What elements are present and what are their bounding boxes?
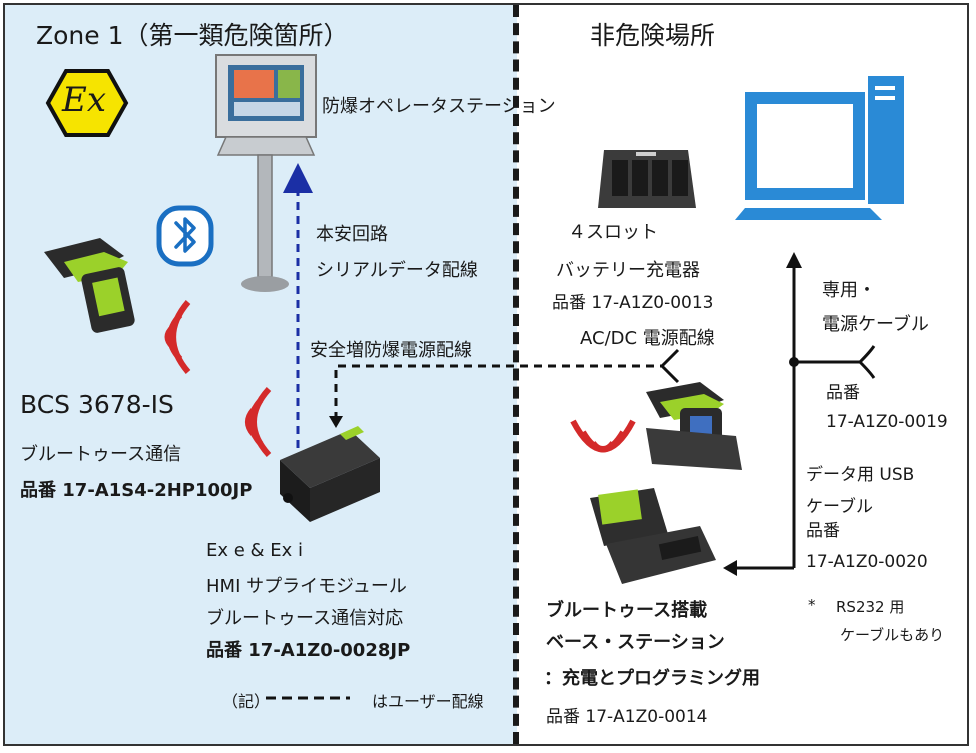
scanner-part-label: 品番 17-A1S4-2HP100JP <box>20 480 253 501</box>
power-cable-label-line1: 専用・ <box>822 280 876 301</box>
base-label-line2: ベース・ステーション <box>546 632 725 653</box>
usb-arrowhead <box>723 560 737 576</box>
wireless-signal-icon <box>570 419 636 453</box>
scanner-image <box>44 238 135 333</box>
wireless-signal-icon <box>245 386 272 458</box>
usb-cable-part-heading: 品番 <box>806 521 840 541</box>
power-wiring-arrowhead <box>329 416 343 428</box>
power-cable-part-heading: 品番 <box>826 383 860 403</box>
charger-label-line1: ４スロット <box>568 222 658 243</box>
acdc-label: AC/DC 電源配線 <box>580 328 715 349</box>
charger-part-label: 品番 17-A1Z0-0013 <box>552 293 714 313</box>
rs232-note-line1: RS232 用 <box>836 598 905 616</box>
wireless-signal-icon <box>164 300 191 374</box>
cable-arrowhead <box>786 252 802 268</box>
circuit-label-line1: 本安回路 <box>316 224 388 245</box>
computer-image <box>735 76 904 220</box>
hmi-part-label: 品番 17-A1Z0-0028JP <box>206 640 411 661</box>
hmi-label-line2: HMI サプライモジュール <box>206 576 407 597</box>
legend-suffix: はユーザー配線 <box>372 692 484 711</box>
acdc-plug-icon <box>660 348 680 384</box>
bluetooth-icon <box>156 205 214 267</box>
usb-cable-label-line2: ケーブル <box>806 497 873 517</box>
diagram-frame <box>3 3 969 746</box>
hmi-label-line1: Ex e & Ex i <box>206 540 304 561</box>
base-station-image <box>590 488 716 584</box>
scanner-comm-label: ブルートゥース通信 <box>20 444 182 465</box>
hmi-label-line3: ブルートゥース通信対応 <box>206 608 404 629</box>
safe-zone-title: 非危険場所 <box>590 21 716 50</box>
hazardous-zone-title: Zone 1（第一類危険箇所） <box>36 21 349 50</box>
cable-junction <box>789 357 799 367</box>
operator-station-image <box>215 54 317 292</box>
ex-mark-text: Ex <box>62 80 106 120</box>
base-label-line1: ブルートゥース搭載 <box>546 600 708 621</box>
base-label-line3: ：充電とプログラミング用 <box>544 668 760 689</box>
usb-cable-label-line1: データ用 USB <box>806 465 915 485</box>
usb-cable-part-number: 17-A1Z0-0020 <box>806 552 928 572</box>
rs232-note-star: * <box>808 596 816 614</box>
ex-hazard-icon <box>45 69 129 137</box>
station-label: 防爆オペレータステーション <box>322 96 556 117</box>
charger-label-line2: バッテリー充電器 <box>556 260 700 281</box>
power-plug-icon <box>858 345 876 379</box>
circuit-label-line2: シリアルデータ配線 <box>316 260 478 281</box>
scanner-model-label: BCS 3678-IS <box>20 390 174 419</box>
base-part-label: 品番 17-A1Z0-0014 <box>546 707 708 727</box>
power-cable-label-line2: 電源ケーブル <box>822 314 929 335</box>
rs232-note-line2: ケーブルもあり <box>840 626 945 644</box>
power-cable-part-number: 17-A1Z0-0019 <box>826 412 948 432</box>
zone-boundary-divider <box>513 5 519 744</box>
legend-prefix: （記） <box>222 692 271 711</box>
charger-image <box>598 150 696 208</box>
hmi-module-image <box>280 426 380 522</box>
cradle-scanner-image <box>646 382 742 470</box>
power-wiring-label: 安全増防爆電源配線 <box>310 340 472 361</box>
power-wiring-line <box>334 364 662 420</box>
